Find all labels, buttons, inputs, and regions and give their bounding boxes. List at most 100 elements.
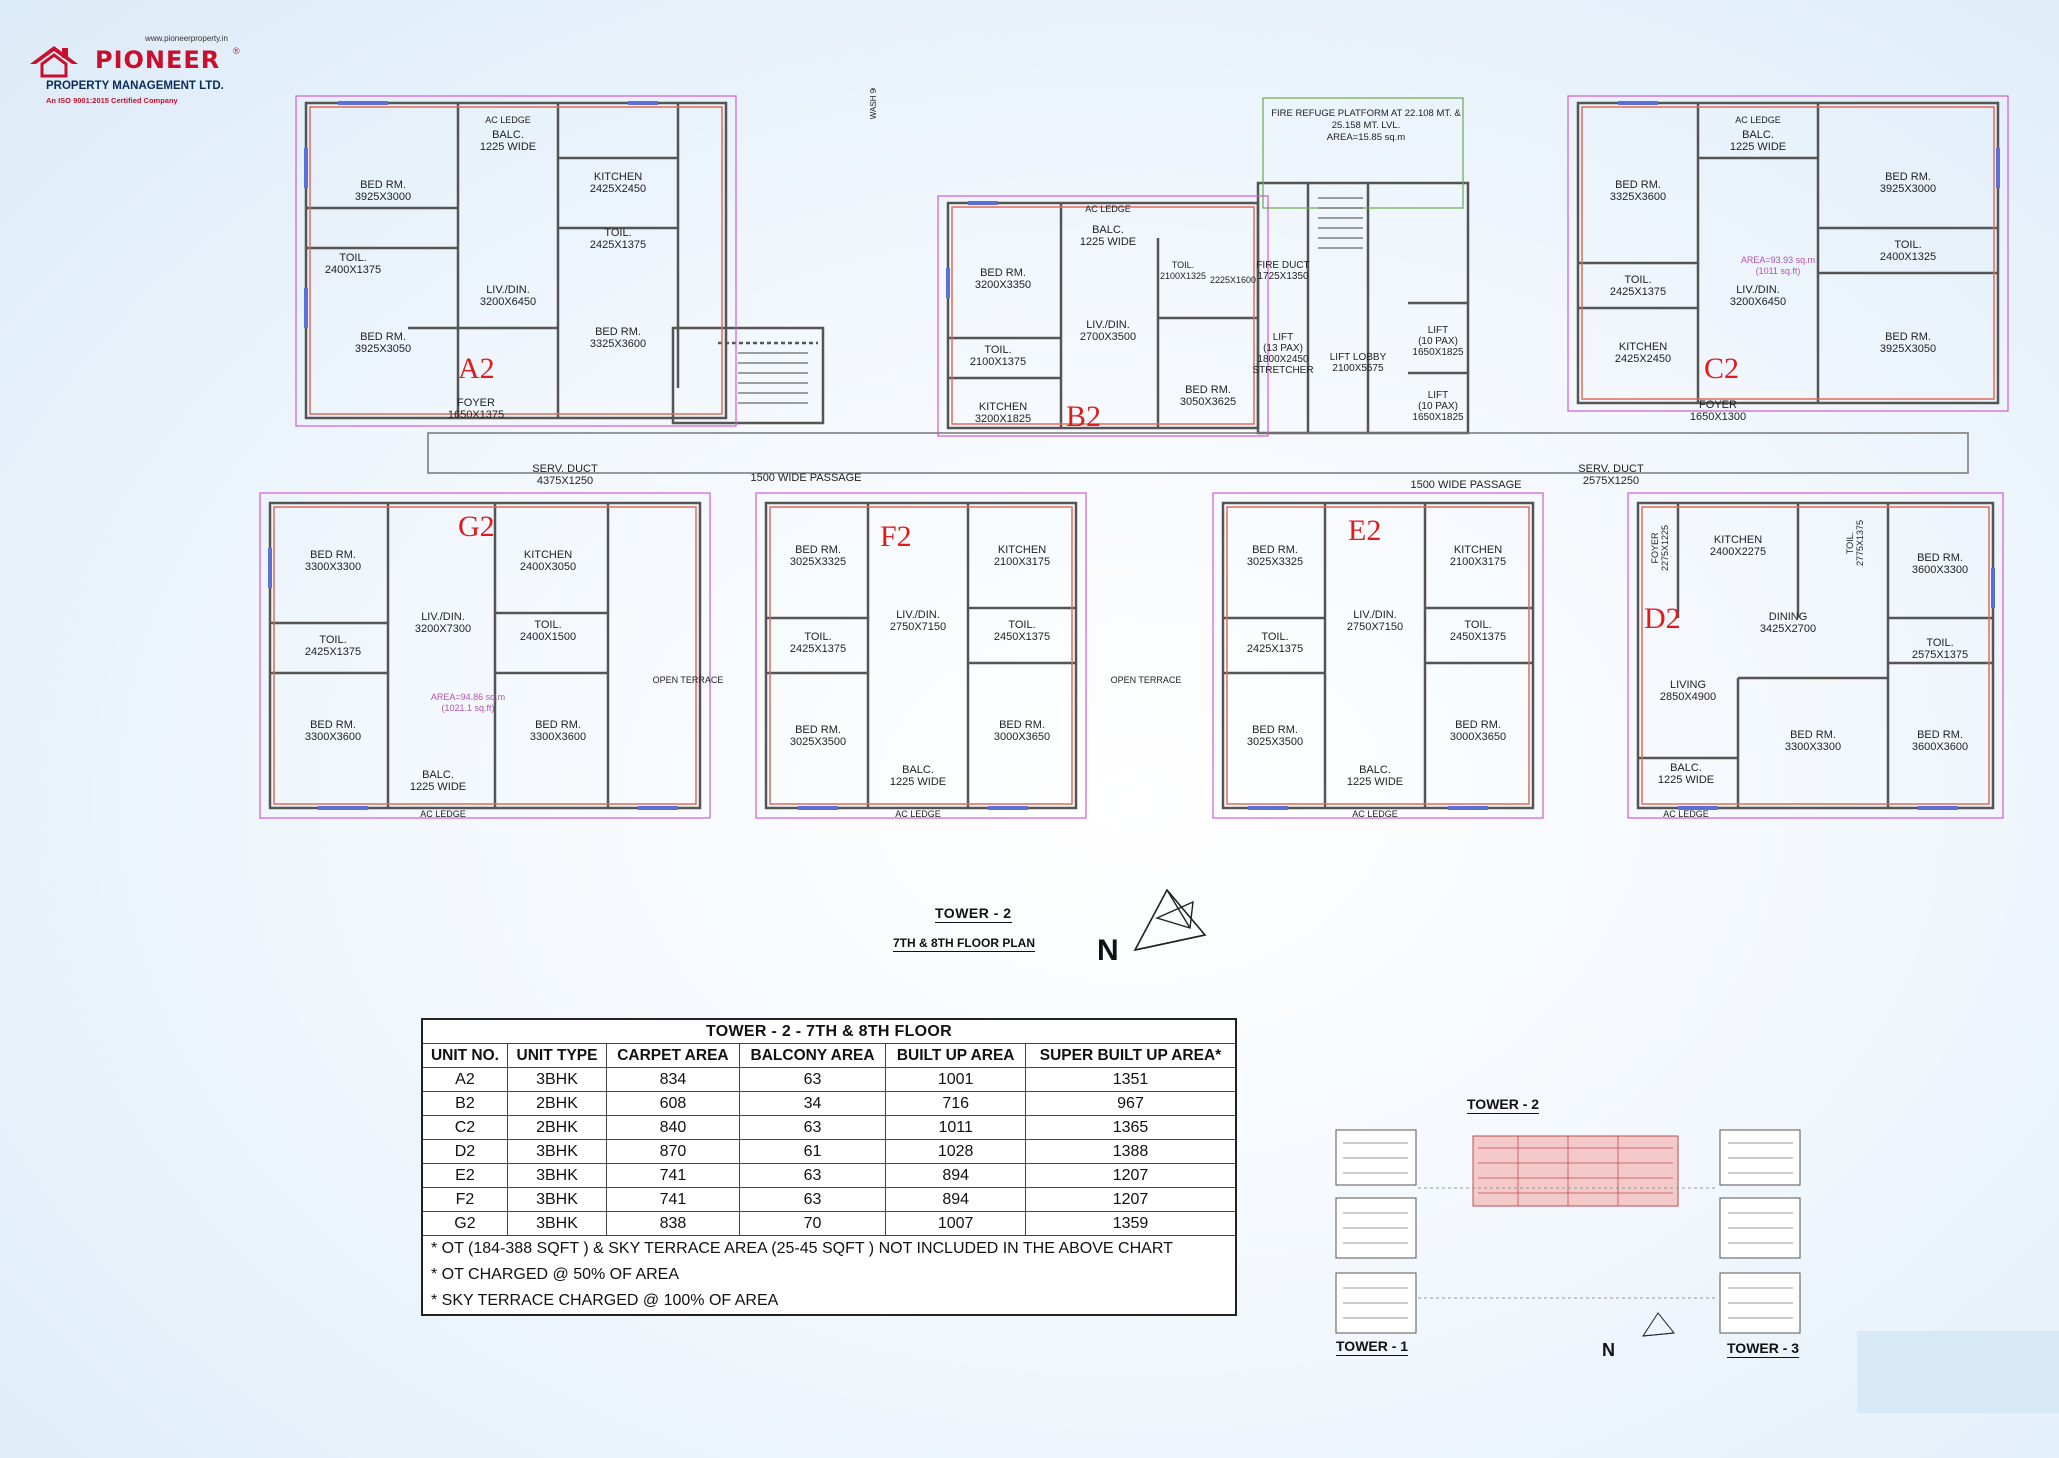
unit-a2-outline	[304, 101, 728, 420]
svg-text:TOIL.2450X1375: TOIL.2450X1375	[1450, 619, 1506, 643]
svg-text:BALC.1225 WIDE: BALC.1225 WIDE	[890, 764, 946, 788]
svg-text:LIFT(10 PAX)1650X1825: LIFT(10 PAX)1650X1825	[1412, 390, 1464, 423]
corner-decoration	[1857, 1331, 2059, 1413]
stair-core-1	[671, 326, 825, 425]
svg-text:BED RM.3025X3500: BED RM.3025X3500	[1247, 724, 1303, 748]
unit-e2-tag: E2	[1348, 514, 1381, 547]
notes-box: * OT (184-388 SQFT ) & SKY TERRACE AREA …	[421, 1235, 1237, 1316]
svg-text:BED RM.3300X3600: BED RM.3300X3600	[530, 719, 586, 743]
cell-builtup: 1007	[885, 1211, 1026, 1236]
svg-text:N: N	[1097, 934, 1119, 967]
cell-carpet: 608	[606, 1091, 740, 1116]
unit-g2-tag: G2	[458, 510, 495, 543]
cell-unit: G2	[421, 1211, 508, 1236]
cell-builtup: 1001	[885, 1067, 1026, 1092]
svg-text:BED RM.3925X3050: BED RM.3925X3050	[355, 331, 411, 355]
cell-balcony: 34	[738, 1091, 887, 1116]
cell-builtup: 716	[885, 1091, 1026, 1116]
note-line: * SKY TERRACE CHARGED @ 100% OF AREA	[431, 1292, 779, 1309]
open-terrace-right: OPEN TERRACE	[1111, 675, 1182, 685]
svg-text:BED RM.3300X3300: BED RM.3300X3300	[305, 549, 361, 573]
col-unit-no: UNIT NO.	[421, 1043, 508, 1068]
col-unit-type: UNIT TYPE	[506, 1043, 608, 1068]
svg-text:BED RM.3025X3500: BED RM.3025X3500	[790, 724, 846, 748]
svg-text:TOIL.2425X1375: TOIL.2425X1375	[590, 227, 646, 251]
col-built-up-area: BUILT UP AREA	[885, 1043, 1026, 1068]
svg-text:TOIL.2425X1375: TOIL.2425X1375	[1247, 631, 1303, 655]
passage-label-left: 1500 WIDE PASSAGE	[750, 472, 861, 484]
svg-text:AC LEDGE: AC LEDGE	[1735, 115, 1781, 125]
svg-text:LIV./DIN.2750X7150: LIV./DIN.2750X7150	[890, 609, 946, 633]
brand-name: PIONEER	[95, 46, 221, 74]
svg-text:BED RM.3025X3325: BED RM.3025X3325	[1247, 544, 1303, 568]
svg-text:BED RM.3025X3325: BED RM.3025X3325	[790, 544, 846, 568]
cell-superbuiltup: 1207	[1024, 1163, 1237, 1188]
svg-text:TOIL.2425X1375: TOIL.2425X1375	[790, 631, 846, 655]
svg-text:AC LEDGE: AC LEDGE	[420, 809, 466, 819]
unit-d2-outline	[1636, 501, 1995, 810]
svg-text:TOIL.2400X1325: TOIL.2400X1325	[1880, 239, 1936, 263]
svg-text:BED RM.3050X3625: BED RM.3050X3625	[1180, 384, 1236, 408]
svg-text:2225X1600: 2225X1600	[1210, 275, 1256, 285]
svg-text:BED RM.3600X3600: BED RM.3600X3600	[1912, 729, 1968, 753]
col-super-built-up-area: SUPER BUILT UP AREA*	[1024, 1043, 1237, 1068]
cell-unit: F2	[421, 1187, 508, 1212]
cell-superbuiltup: 1365	[1024, 1115, 1237, 1140]
unit-f2-tag: F2	[880, 520, 912, 553]
unit-g2-outline	[268, 501, 702, 810]
plan-title: TOWER - 2	[935, 905, 1012, 923]
cell-builtup: 1011	[885, 1115, 1026, 1140]
unit-c2-tag: C2	[1704, 352, 1739, 385]
cell-carpet: 741	[606, 1187, 740, 1212]
svg-text:AREA=93.93 sq.m(1011 sq.ft): AREA=93.93 sq.m(1011 sq.ft)	[1741, 255, 1815, 276]
svg-text:BED RM.3925X3050: BED RM.3925X3050	[1880, 331, 1936, 355]
unit-c2-outline	[1576, 101, 2000, 405]
plan-subtitle: 7TH & 8TH FLOOR PLAN	[893, 936, 1036, 952]
svg-text:BED RM.3600X3300: BED RM.3600X3300	[1912, 552, 1968, 576]
svg-text:TOIL.2425X1375: TOIL.2425X1375	[305, 634, 361, 658]
cell-balcony: 70	[738, 1211, 887, 1236]
cell-superbuiltup: 1207	[1024, 1187, 1237, 1212]
svg-text:AC LEDGE: AC LEDGE	[895, 809, 941, 819]
svg-text:BALC.1225 WIDE: BALC.1225 WIDE	[1347, 764, 1403, 788]
unit-a2-tag: A2	[458, 352, 495, 385]
svg-text:BALC.1225 WIDE: BALC.1225 WIDE	[1658, 762, 1714, 786]
cell-superbuiltup: 1351	[1024, 1067, 1237, 1092]
cell-unit: B2	[421, 1091, 508, 1116]
note-line: * OT CHARGED @ 50% OF AREA	[431, 1266, 680, 1283]
iso-note: An ISO 9001:2015 Certified Company	[46, 96, 178, 105]
key-plan-site	[1335, 1129, 1801, 1337]
cell-type: 3BHK	[506, 1067, 608, 1092]
svg-text:LIV./DIN.2700X3500: LIV./DIN.2700X3500	[1080, 319, 1136, 343]
svg-text:BED RM.3000X3650: BED RM.3000X3650	[994, 719, 1050, 743]
cell-builtup: 894	[885, 1187, 1026, 1212]
svg-text:BED RM.3325X3600: BED RM.3325X3600	[590, 326, 646, 350]
cell-unit: C2	[421, 1115, 508, 1140]
svg-text:BED RM.3300X3300: BED RM.3300X3300	[1785, 729, 1841, 753]
cell-unit: A2	[421, 1067, 508, 1092]
cell-type: 2BHK	[506, 1115, 608, 1140]
brand-subtitle: PROPERTY MANAGEMENT LTD.	[46, 80, 224, 92]
cell-balcony: 63	[738, 1187, 887, 1212]
table-title: TOWER - 2 - 7TH & 8TH FLOOR	[421, 1018, 1237, 1044]
registered-mark: ®	[233, 46, 240, 56]
cell-carpet: 834	[606, 1067, 740, 1092]
svg-text:LIV./DIN.3200X7300: LIV./DIN.3200X7300	[415, 611, 471, 635]
cell-type: 3BHK	[506, 1163, 608, 1188]
